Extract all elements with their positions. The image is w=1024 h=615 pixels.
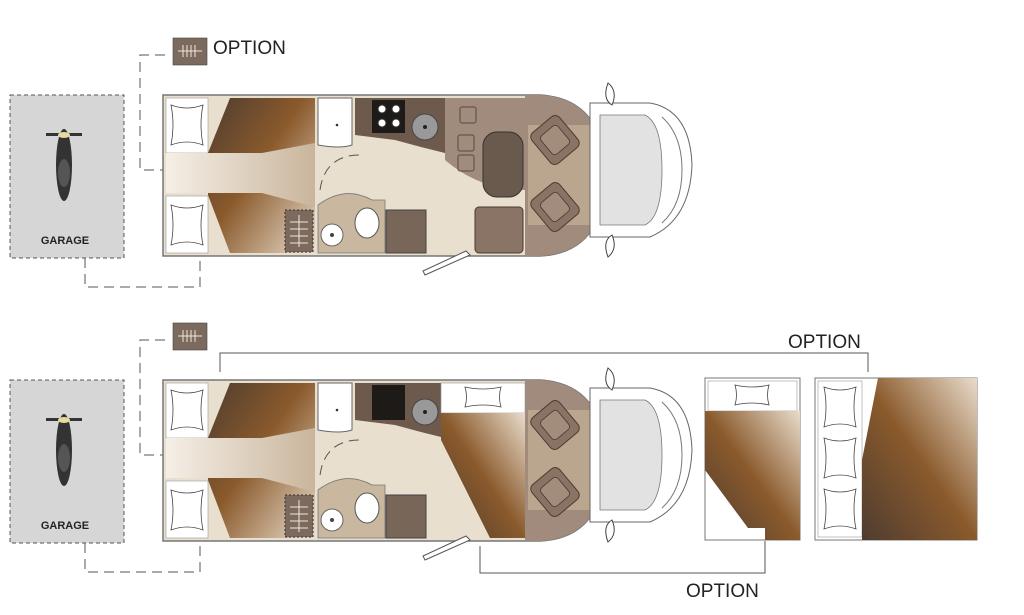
option-swatch-icon (172, 322, 208, 351)
garage-area (10, 95, 124, 258)
option-label: OPTION (788, 332, 861, 353)
option-leader-line (139, 339, 165, 456)
camper-layout-dinette (163, 83, 692, 275)
garage-label: GARAGE (41, 235, 89, 247)
garage-label: GARAGE (41, 520, 89, 532)
option-bracket-upper (219, 352, 869, 372)
hob-icon (372, 100, 405, 133)
option-label: OPTION (686, 581, 759, 602)
option-leader-line (139, 54, 165, 171)
option-bed-panel-2 (814, 377, 978, 541)
option-bed-panel-1 (704, 377, 801, 541)
option-label: OPTION (213, 38, 286, 59)
garage-area (10, 380, 124, 543)
camper-layout-bed (163, 368, 692, 560)
garage-leader-line (84, 543, 201, 573)
option-bracket-lower (479, 541, 766, 574)
floor-plan-bottom: GARAGE OPTION OPTION (10, 322, 978, 602)
hob-icon (372, 385, 405, 420)
floor-plan-top: GARAGE OPTION (10, 37, 692, 288)
garage-leader-line (84, 258, 201, 288)
option-swatch-icon (172, 37, 208, 66)
